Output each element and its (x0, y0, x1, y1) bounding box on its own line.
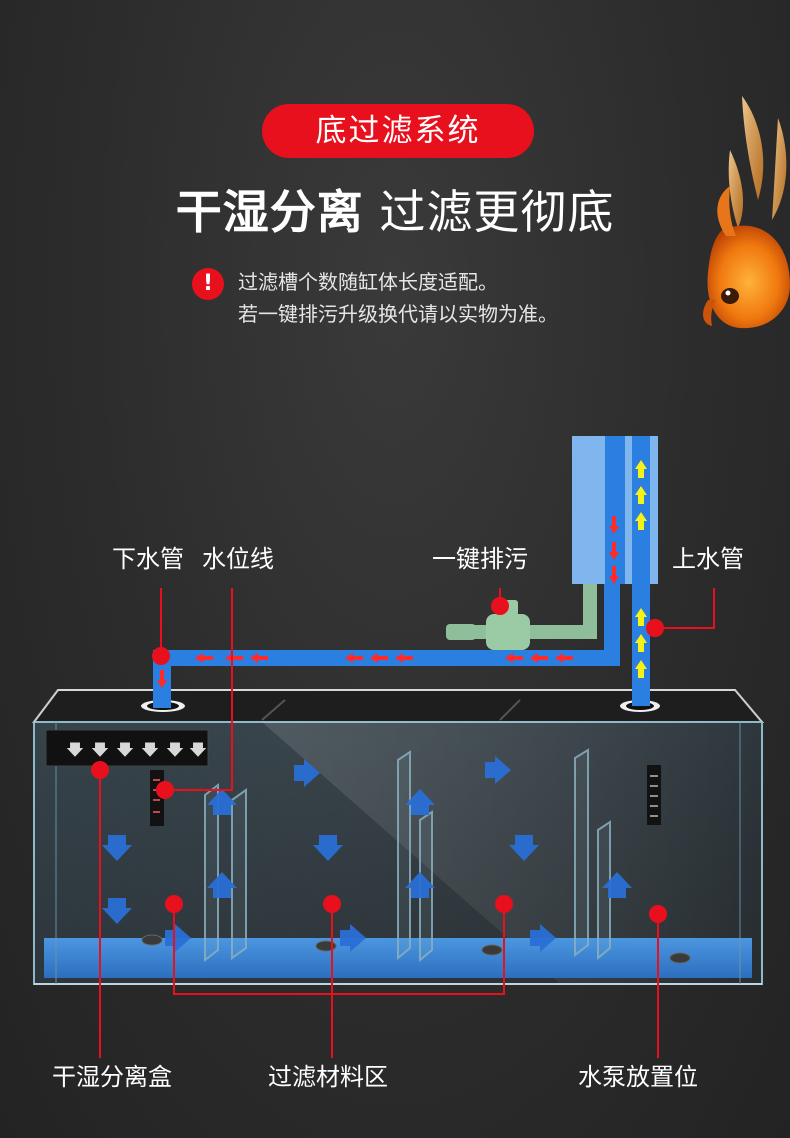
headline-light: 过滤更彻底 (379, 185, 615, 239)
red-flow-arrows (157, 516, 619, 688)
label-drain: 一键排污 (432, 545, 528, 573)
notice-line-2: 若一键排污升级换代请以实物为准。 (238, 302, 558, 326)
yellow-up-arrows (635, 460, 647, 678)
pipe-system (153, 436, 658, 708)
headline: 干湿分离 过滤更彻底 (0, 182, 790, 242)
label-down-pipe: 下水管 (112, 545, 184, 573)
label-dry-wet-box: 干湿分离盒 (52, 1063, 172, 1091)
notice-text: 过滤槽个数随缸体长度适配。 若一键排污升级换代请以实物为准。 (238, 266, 558, 330)
label-filter-zone: 过滤材料区 (268, 1063, 388, 1091)
callout-lines (99, 588, 715, 1058)
drain-valve (486, 614, 530, 650)
callout-dots (91, 597, 667, 923)
thermometer-right (647, 765, 661, 825)
label-up-pipe: 上水管 (672, 545, 744, 573)
notice-line-1: 过滤槽个数随缸体长度适配。 (238, 270, 498, 294)
label-pump-spot: 水泵放置位 (578, 1063, 698, 1091)
headline-bold: 干湿分离 (175, 185, 364, 239)
aquarium-tank (32, 689, 765, 985)
label-water-level: 水位线 (202, 545, 274, 573)
partitions (204, 748, 611, 963)
exclamation-icon: ! (192, 268, 224, 300)
title-badge: 底过滤系统 (262, 104, 534, 158)
